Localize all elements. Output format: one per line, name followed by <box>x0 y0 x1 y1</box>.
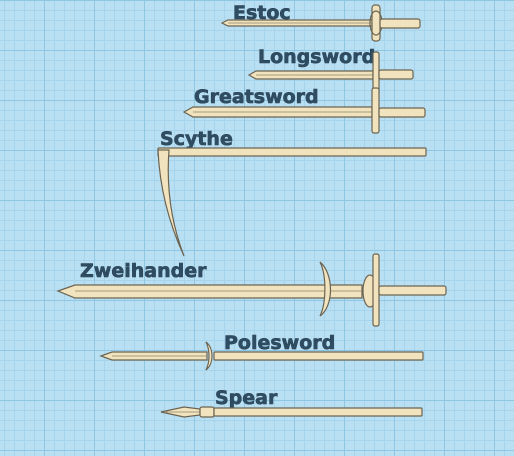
spear-model[interactable]: Spear <box>160 387 423 418</box>
zweihander-model[interactable]: Zweihander <box>56 253 447 327</box>
estoc-model[interactable]: Estoc <box>220 2 421 42</box>
scythe-model[interactable]: Scythe <box>157 128 427 257</box>
greatsword-label: Greatsword <box>194 86 319 108</box>
zweihander-label: Zweihander <box>80 260 207 282</box>
polesword-model[interactable]: Polesword <box>99 332 424 371</box>
polesword-label: Polesword <box>224 332 335 354</box>
greatsword-model[interactable]: Greatsword <box>182 86 426 134</box>
longsword-model[interactable]: Longsword <box>247 46 414 97</box>
estoc-label: Estoc <box>233 2 291 24</box>
spear-label: Spear <box>215 387 278 409</box>
scythe-label: Scythe <box>160 128 233 150</box>
longsword-label: Longsword <box>258 46 375 68</box>
